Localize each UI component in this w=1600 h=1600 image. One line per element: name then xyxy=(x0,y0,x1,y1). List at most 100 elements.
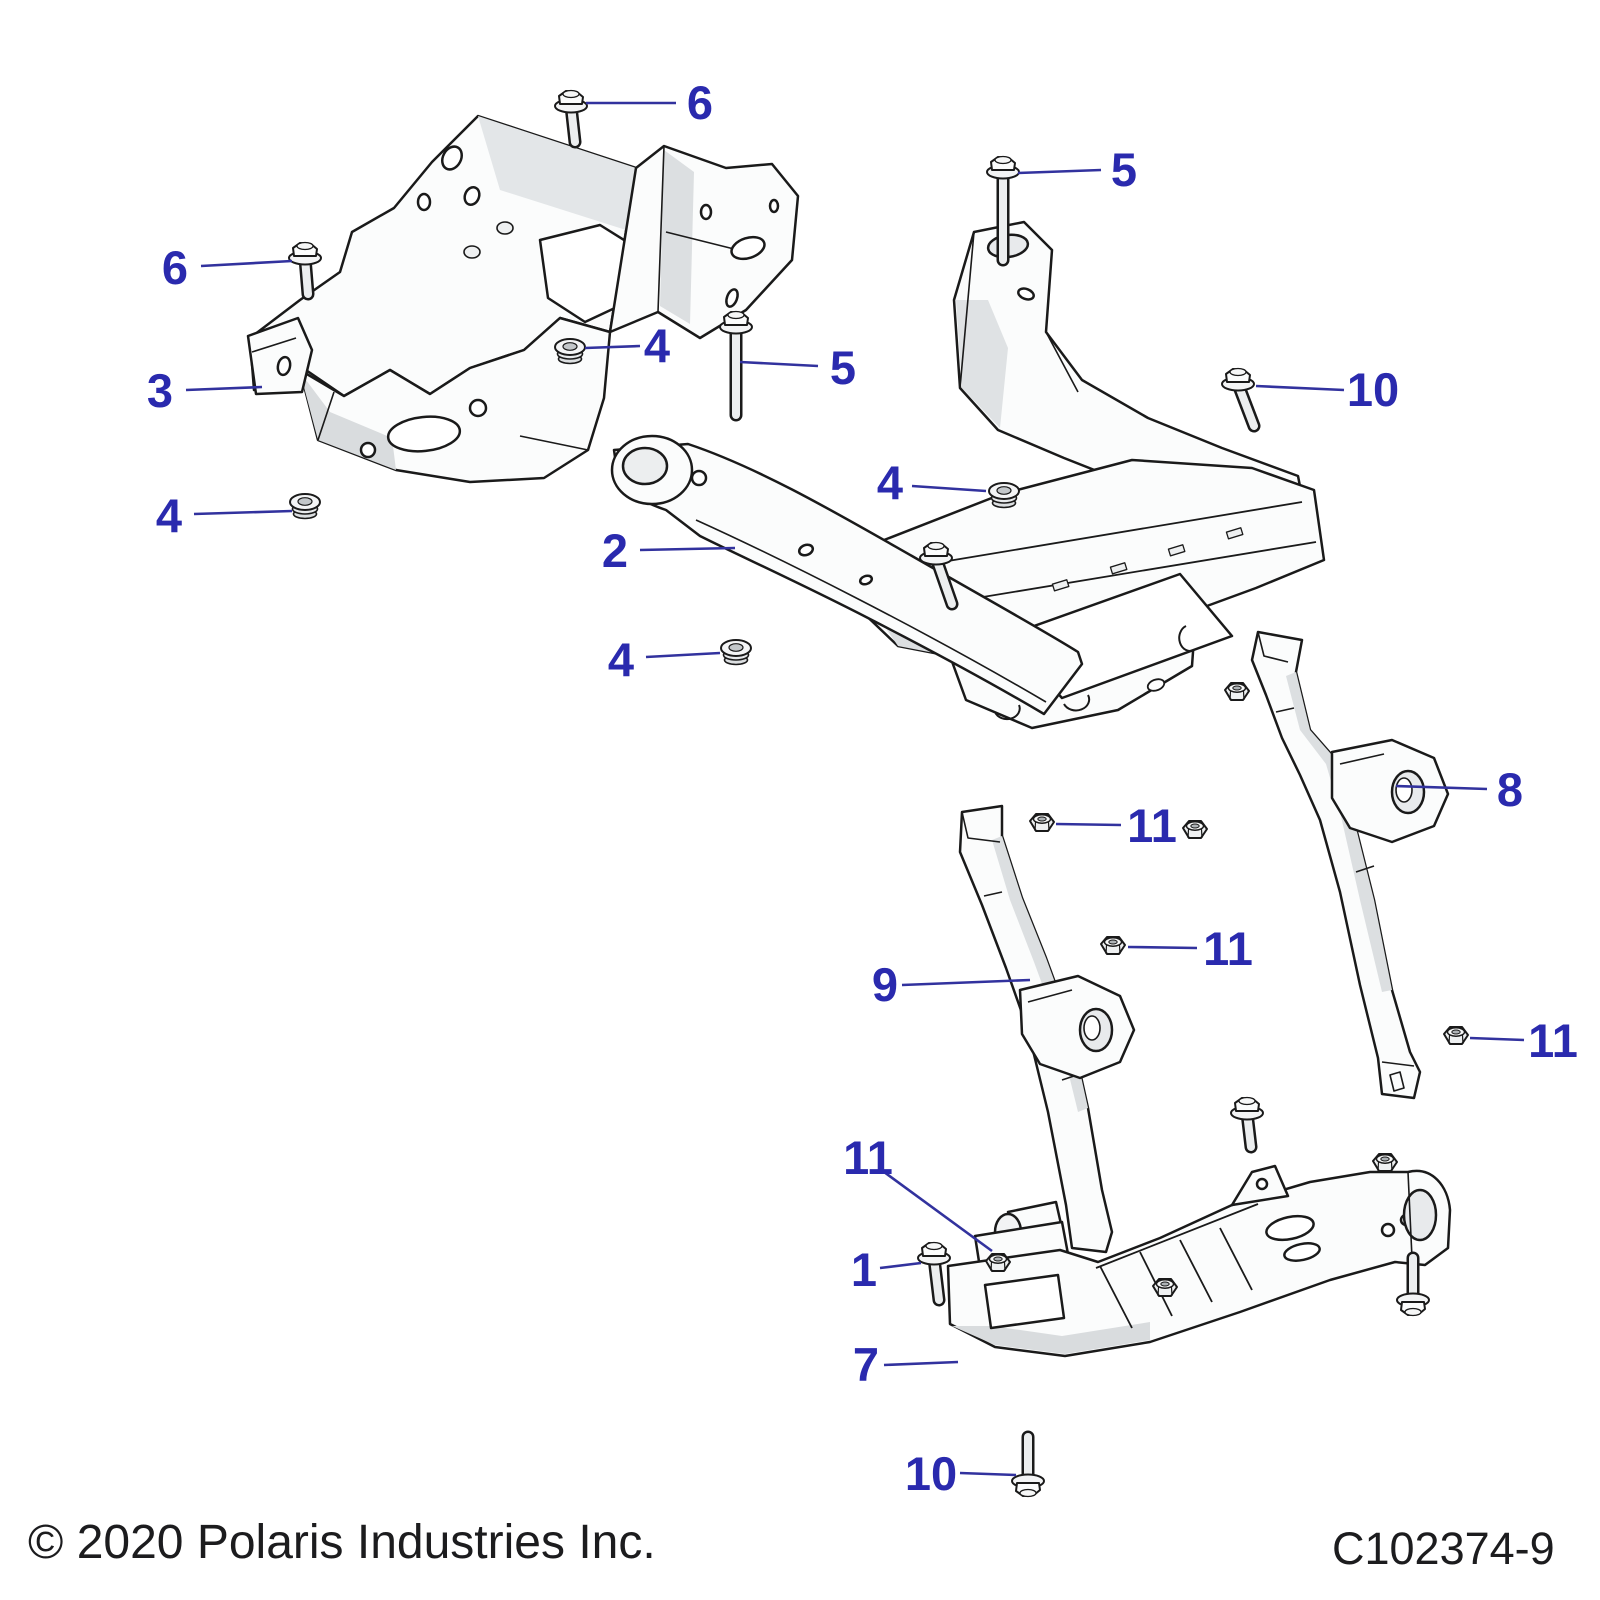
flange-bolt xyxy=(986,155,1020,267)
part-7-lower-rack-support xyxy=(946,1164,1452,1358)
leader-line xyxy=(185,385,263,392)
leader-line xyxy=(959,1471,1017,1477)
flange-bolt xyxy=(1221,367,1261,433)
leader-line xyxy=(193,509,293,516)
part-3-hole xyxy=(416,192,432,212)
callout-number: 6 xyxy=(687,76,713,129)
callout-number: 11 xyxy=(843,1131,893,1184)
callout-4: 4 xyxy=(584,319,670,372)
callout-number: 11 xyxy=(1528,1014,1578,1067)
callout-number: 5 xyxy=(1111,143,1137,196)
leader-line xyxy=(911,484,987,493)
callout-4: 4 xyxy=(156,489,293,542)
part-3-plate-shade xyxy=(478,116,636,230)
flange-bolt xyxy=(917,1241,951,1307)
callout-number: 4 xyxy=(608,633,634,686)
callout-11: 11 xyxy=(1127,922,1253,975)
part-3-channel-hole xyxy=(699,203,713,221)
callout-1: 1 xyxy=(851,1243,922,1296)
support-frame-scallop xyxy=(994,625,1195,721)
callout-4: 4 xyxy=(608,633,721,686)
callout-4: 4 xyxy=(877,456,987,509)
flange-bolt xyxy=(1396,1251,1430,1317)
part-2-small-hole xyxy=(690,469,708,487)
part-8-right-brace xyxy=(1250,630,1450,1100)
flange-bolt xyxy=(554,89,588,149)
part-3-base-hole xyxy=(468,398,488,418)
callout-number: 5 xyxy=(830,341,856,394)
leader-line xyxy=(1017,168,1102,175)
callout-9: 9 xyxy=(872,958,1031,1011)
callout-number: 4 xyxy=(877,456,903,509)
callout-3: 3 xyxy=(147,364,263,417)
lock-nut xyxy=(1224,682,1250,701)
leader-line xyxy=(1127,945,1198,950)
part-3-hook xyxy=(246,316,314,396)
callout-6: 6 xyxy=(162,241,293,294)
part-8-rail-detail xyxy=(1257,631,1415,1092)
callout-number: 11 xyxy=(1203,922,1253,975)
callout-6: 6 xyxy=(586,76,713,129)
part-8-rail xyxy=(1250,630,1422,1100)
part-2-front-rack-support xyxy=(610,220,1326,730)
callout-number: 1 xyxy=(851,1243,877,1296)
part-3-channel-slot xyxy=(725,288,739,308)
leader-line xyxy=(645,651,721,659)
part-3-base-fold xyxy=(317,391,589,451)
lock-nut xyxy=(1443,1026,1469,1045)
support-frame-hole xyxy=(1146,678,1166,692)
part-7-clamp-bore xyxy=(1402,1188,1438,1242)
copyright-text: © 2020 Polaris Industries Inc. xyxy=(28,1516,656,1569)
callout-number: 3 xyxy=(147,364,173,417)
support-gooseneck-shade xyxy=(956,300,1008,428)
callout-2: 2 xyxy=(602,524,736,577)
part-7-oval-hole xyxy=(1283,1242,1321,1262)
leader-line xyxy=(883,1360,959,1367)
push-plug xyxy=(289,493,321,520)
leader-line xyxy=(739,360,819,368)
hardware-layer xyxy=(288,89,1469,1498)
drawing-number: C102374-9 xyxy=(1332,1523,1555,1574)
push-plug xyxy=(554,338,586,365)
callout-10: 10 xyxy=(1255,363,1399,416)
part-9-clevis-fold xyxy=(1027,989,1073,1003)
leader-line xyxy=(1055,822,1122,827)
callout-5: 5 xyxy=(1017,143,1137,196)
part-2-arm-hole xyxy=(858,574,874,586)
callout-number: 2 xyxy=(602,524,628,577)
support-frame-slot xyxy=(1109,562,1128,575)
lock-nut xyxy=(1029,813,1055,832)
part-2-support-arm xyxy=(612,442,1084,716)
leader-line xyxy=(1395,784,1488,791)
part-9-left-brace xyxy=(958,804,1136,1254)
flange-bolt xyxy=(1011,1430,1045,1498)
callout-number: 6 xyxy=(162,241,188,294)
lock-nut xyxy=(985,1253,1011,1272)
callout-number: 10 xyxy=(1347,363,1399,416)
part-8-clevis-fold xyxy=(1339,753,1385,765)
part-3-hook-fold xyxy=(251,337,297,353)
part-3-channel-hole xyxy=(730,235,766,261)
support-gooseneck-fold xyxy=(959,231,1079,393)
part-3-channel-shade xyxy=(660,150,694,324)
part-9-clevis xyxy=(1018,974,1136,1080)
callout-number: 11 xyxy=(1127,799,1177,852)
support-frame-slot xyxy=(1225,527,1244,540)
leader-line xyxy=(879,1261,922,1270)
callout-number: 10 xyxy=(905,1447,957,1500)
part-3-base-hole xyxy=(359,441,377,459)
part-2-arm-hole xyxy=(797,543,815,557)
flange-bolt xyxy=(288,241,322,301)
part-2-arm-fold xyxy=(695,519,1047,703)
part-3-stud xyxy=(463,245,481,259)
part-7-front-shade xyxy=(952,1322,1150,1354)
part-8-rail-shade xyxy=(1286,672,1392,992)
callout-11: 11 xyxy=(1469,1014,1578,1067)
leader-line xyxy=(883,1170,993,1253)
callout-number: 7 xyxy=(853,1338,879,1391)
leader-line xyxy=(639,546,736,552)
lock-nut xyxy=(1100,936,1126,955)
support-gooseneck-hole xyxy=(1017,287,1035,301)
part-7-oval-hole xyxy=(1265,1214,1315,1242)
